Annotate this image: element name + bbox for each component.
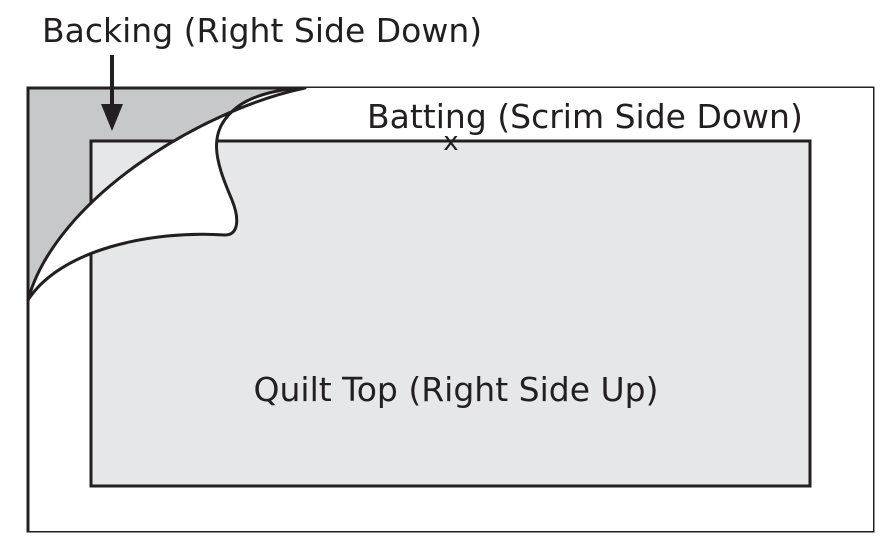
batting-label: Batting (Scrim Side Down): [367, 97, 803, 136]
quilt-top-label: Quilt Top (Right Side Up): [254, 370, 659, 409]
backing-label: Backing (Right Side Down): [42, 11, 482, 50]
center-mark: x: [443, 127, 458, 157]
peeled-corner-flap: [26, 86, 307, 302]
backing-arrow-head: [101, 104, 123, 131]
